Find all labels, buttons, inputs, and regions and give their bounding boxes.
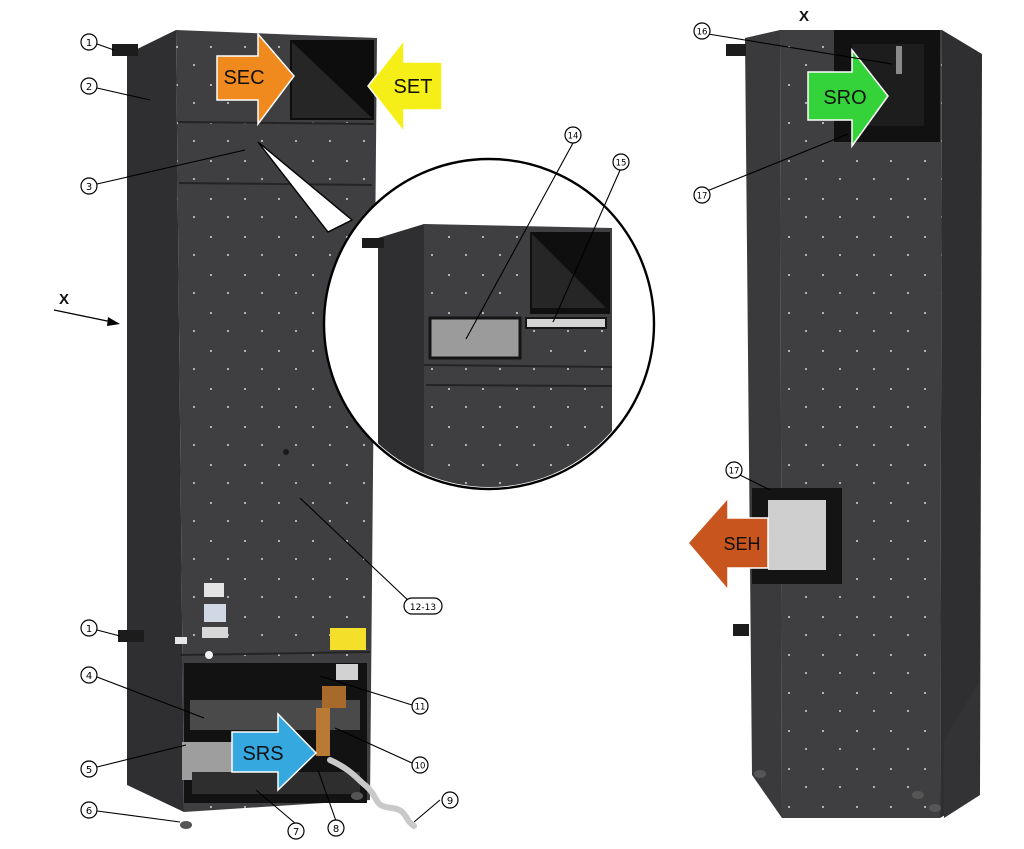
callout-6: 6 [80, 801, 98, 819]
foot-x-mid [912, 791, 924, 799]
arrow-set-label: SET [394, 76, 433, 98]
leader-lines [96, 32, 893, 825]
drain-hose [327, 757, 417, 829]
foot-x-right [929, 804, 941, 812]
callout-1-bottom: 1 [80, 619, 98, 637]
rating-plate [204, 604, 226, 622]
callout-1-top: 1 [80, 33, 98, 51]
view-marker-x-title: X [799, 8, 809, 25]
callout-16: 16 [693, 22, 711, 40]
callout-7: 7 [287, 822, 305, 840]
callout-11: 11 [411, 697, 429, 715]
svg-text:7: 7 [293, 827, 299, 838]
callout-17-top: 17 [693, 186, 711, 204]
svg-text:8: 8 [333, 824, 339, 835]
callout-14: 14 [564, 126, 582, 144]
svg-text:17: 17 [729, 467, 740, 477]
svg-text:1: 1 [86, 624, 92, 635]
arrow-sec: SEC [216, 31, 295, 127]
callout-17-side: 17 [725, 461, 743, 479]
wall-bracket-bottom [118, 630, 144, 642]
detail-filter-handle [525, 317, 607, 329]
callout-3: 3 [80, 177, 98, 195]
foot-right [351, 792, 363, 800]
right-unit [726, 30, 982, 818]
foot-left [180, 821, 192, 829]
callout-8: 8 [327, 819, 345, 837]
arrow-seh-label: SEH [723, 534, 760, 554]
ce-mark [205, 651, 213, 659]
svg-text:16: 16 [697, 28, 708, 38]
valve-pipe [316, 708, 330, 756]
callout-2: 2 [80, 77, 98, 95]
arrow-sec-label: SEC [223, 67, 264, 89]
side-outlet-opening [768, 500, 826, 570]
side-label [175, 637, 187, 644]
callout-12-13: 12-13 [403, 597, 443, 615]
right-unit-left-face [745, 30, 782, 818]
arrow-set: SET [367, 37, 443, 135]
svg-text:3: 3 [86, 182, 92, 193]
callout-4: 4 [80, 666, 98, 684]
panel-seam-mid [178, 182, 373, 186]
view-marker-x-text: X [59, 291, 69, 308]
access-hole [283, 449, 289, 455]
info-label [204, 583, 224, 597]
view-marker-x-left: X [53, 291, 120, 326]
arrow-seh: SEH [687, 496, 769, 593]
svg-text:5: 5 [86, 765, 92, 776]
brand-label [202, 627, 228, 638]
foot-x-left [754, 770, 766, 778]
arrow-sro-label: SRO [823, 87, 866, 109]
svg-text:2: 2 [86, 82, 92, 93]
wall-bracket-top [112, 44, 138, 56]
svg-text:17: 17 [697, 192, 708, 202]
arrow-srs: SRS [231, 712, 318, 792]
valve-body [322, 686, 346, 708]
svg-text:10: 10 [415, 762, 426, 772]
arrow-sro: SRO [807, 47, 889, 149]
svg-text:15: 15 [616, 159, 627, 169]
valve-actuator [336, 664, 358, 680]
right-unit-side-face [940, 30, 982, 818]
arrow-srs-label: SRS [242, 743, 283, 765]
callout-5: 5 [80, 760, 98, 778]
sensor-probe [896, 46, 902, 74]
svg-text:4: 4 [86, 671, 92, 682]
magnifier-pointer [257, 141, 354, 233]
warning-sticker-front [330, 628, 366, 650]
svg-text:14: 14 [568, 132, 579, 142]
svg-text:9: 9 [447, 796, 453, 807]
callout-9: 9 [441, 791, 459, 809]
right-unit-screws [780, 30, 942, 818]
callout-15: 15 [612, 153, 630, 171]
detail-filter-panel [428, 316, 522, 360]
svg-text:11: 11 [415, 703, 426, 713]
bracket-top-x [726, 44, 746, 56]
detail-magnifier [257, 141, 656, 491]
panel-seam-top [177, 121, 375, 125]
svg-text:1: 1 [86, 38, 92, 49]
drip-tray [192, 772, 360, 794]
callout-numbers: 1 2 3 1 4 5 6 7 8 9 10 11 12-13 14 15 16… [80, 22, 743, 840]
svg-text:6: 6 [86, 806, 92, 817]
svg-text:12-13: 12-13 [410, 603, 436, 613]
bracket-bottom-x [733, 624, 749, 636]
left-unit-side-face [127, 30, 184, 812]
callout-10: 10 [411, 756, 429, 774]
